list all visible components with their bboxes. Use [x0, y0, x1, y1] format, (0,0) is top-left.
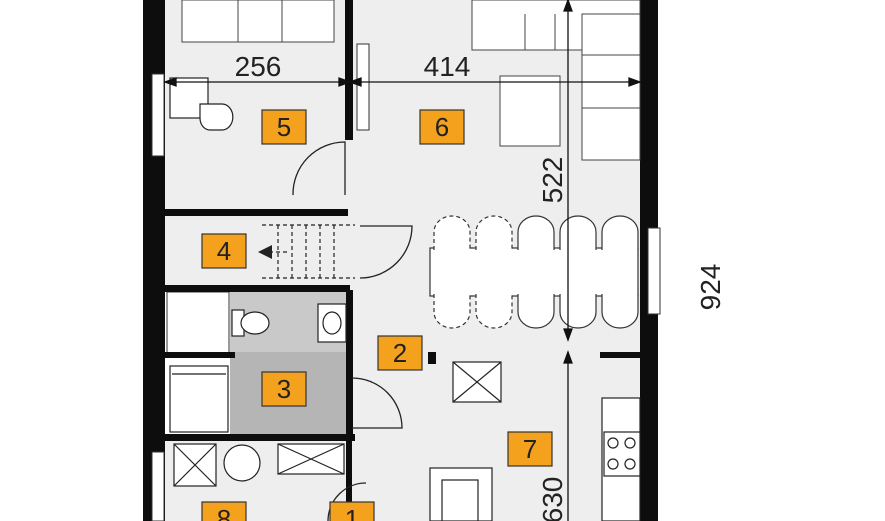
room-number-2: 2	[393, 338, 407, 368]
chair-icon	[475, 294, 513, 329]
room-number-8: 8	[217, 504, 231, 521]
dimension-label-414: 414	[424, 51, 471, 82]
door-swing-4	[359, 225, 413, 279]
room-number-7: 7	[523, 434, 537, 464]
windows	[151, 43, 661, 521]
room-badge-6: 6	[419, 109, 465, 145]
wardrobe-icon	[169, 365, 229, 433]
floor-closet	[166, 291, 230, 355]
kitchen-fixtures	[429, 361, 641, 521]
door-swing-3	[351, 377, 403, 429]
dimension-lines	[163, 0, 642, 521]
room-number-5: 5	[277, 112, 291, 142]
window-right-dining	[647, 227, 661, 315]
room-badge-1: 1	[329, 501, 375, 521]
wall-bath-right	[346, 290, 353, 440]
closet-fixtures	[169, 365, 229, 433]
floor-hall	[345, 288, 435, 521]
washing-machine-icon	[223, 444, 261, 482]
room-badge-8: 8	[201, 501, 247, 521]
chair-icon	[559, 294, 597, 329]
wall-stair-top	[165, 209, 348, 216]
dimension-label-924: 924	[695, 264, 726, 311]
sink-basin-icon	[322, 311, 342, 335]
armchair-icon	[499, 75, 561, 147]
living-furniture	[181, 0, 641, 161]
door-swing-5	[292, 141, 346, 196]
doors	[292, 141, 413, 521]
bed-icon	[181, 0, 335, 43]
stair-arrow-icon	[258, 245, 272, 259]
cooktop-icon	[603, 431, 641, 477]
wall-kitchen-left	[428, 352, 436, 364]
room-number-6: 6	[435, 112, 449, 142]
wall-mid-left	[165, 352, 235, 358]
chair-icon	[475, 215, 513, 250]
room-number-3: 3	[277, 374, 291, 404]
window-left-bath	[151, 73, 165, 157]
room-badge-7: 7	[507, 431, 553, 467]
wall-laundry-right	[346, 441, 352, 521]
wall-kitchen-top-right	[600, 352, 646, 358]
window-partition	[356, 43, 370, 131]
room-badge-2: 2	[377, 335, 423, 371]
dining-set	[429, 215, 639, 329]
room-number-4: 4	[217, 236, 231, 266]
room-badge-4: 4	[201, 233, 247, 269]
wall-partition-top	[345, 0, 353, 140]
dimension-label-522: 522	[537, 157, 568, 204]
laundry-fixtures	[173, 443, 345, 487]
room-badge-5: 5	[261, 109, 307, 145]
toilet-bowl-icon	[240, 311, 270, 335]
stairs	[262, 224, 355, 279]
door-swing-1	[327, 482, 367, 521]
chair-icon	[517, 294, 555, 329]
wall-laundry-top	[165, 434, 355, 441]
toilet-upper-bowl-icon	[199, 103, 234, 131]
chair-icon	[601, 294, 639, 329]
dining-table-icon	[429, 247, 639, 297]
chair-icon	[433, 215, 471, 250]
chair-icon	[559, 215, 597, 250]
wall-bath-top-left	[165, 285, 350, 292]
room-badge-3: 3	[261, 371, 307, 407]
window-left-bottom	[151, 451, 165, 521]
dimension-label-256: 256	[235, 51, 282, 82]
chair-icon	[517, 215, 555, 250]
dimension-label-630: 630	[537, 477, 568, 521]
room-number-1: 1	[345, 504, 359, 521]
chair-icon	[433, 294, 471, 329]
chair-icon	[601, 215, 639, 250]
